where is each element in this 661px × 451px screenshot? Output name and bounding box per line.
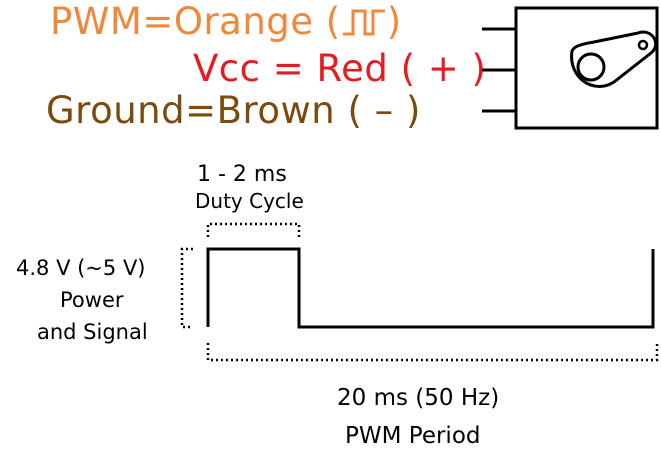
pwm-pin-close: ) <box>386 0 402 43</box>
vcc-pin-label: Vcc = Red ( + ) <box>193 47 487 90</box>
pwm-pin-text: PWM=Orange ( <box>50 0 341 43</box>
servo-motor-icon <box>514 6 659 130</box>
duty-cycle-value: 1 - 2 ms <box>197 162 287 187</box>
duty-cycle-bracket <box>206 222 301 237</box>
duty-cycle-label: Duty Cycle <box>195 189 304 213</box>
pwm-waveform <box>206 247 655 329</box>
signal-power-label: Power <box>60 288 124 312</box>
pwm-period-value: 20 ms (50 Hz) <box>337 385 500 411</box>
pwm-pulse-icon <box>342 9 385 36</box>
voltage-bracket <box>180 247 193 329</box>
period-bracket <box>206 343 659 362</box>
signal-and-label: and Signal <box>37 320 148 344</box>
signal-voltage: 4.8 V (~5 V) <box>16 256 146 280</box>
ground-pin-label: Ground=Brown ( – ) <box>46 89 421 132</box>
pwm-pin-label: PWM=Orange () <box>50 3 402 40</box>
pwm-period-label: PWM Period <box>345 423 481 449</box>
